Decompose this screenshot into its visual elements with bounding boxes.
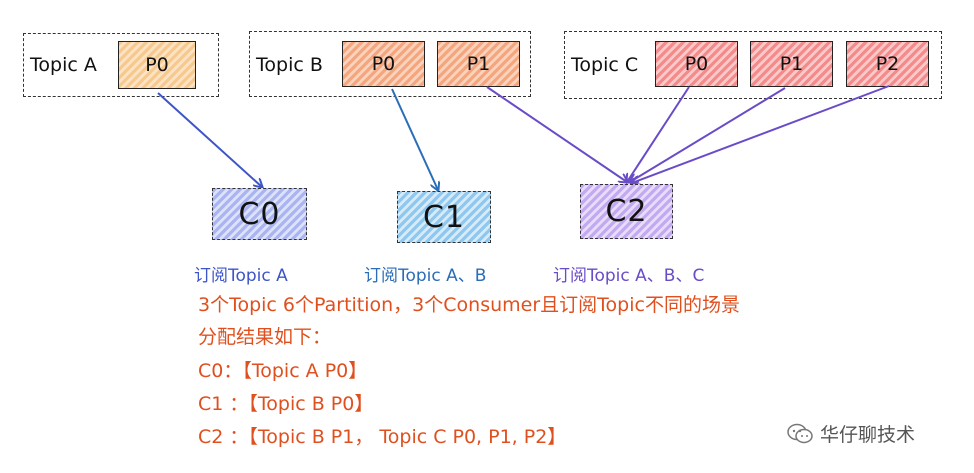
- arrow-topic-c-p0-to-c2: [627, 86, 690, 182]
- arrow-topic-a-p0-to-c0: [157, 92, 262, 187]
- assignment-result-heading: 分配结果如下：: [198, 326, 332, 348]
- consumer-c1-subscription: 订阅Topic A、B: [364, 266, 487, 286]
- topic-b-group: [249, 31, 531, 97]
- assignment-result-c1: C1 ：【Topic B P0】: [198, 393, 374, 415]
- assignment-result-c0: C0：【Topic A P0】: [198, 360, 368, 382]
- topic-c-partition-p0: P0: [655, 41, 738, 87]
- scenario-description: 3个Topic 6个Partition，3个Consumer且订阅Topic不同…: [198, 294, 740, 316]
- consumer-c2: C2: [580, 184, 673, 239]
- topic-a-group: [23, 33, 219, 97]
- arrow-topic-c-p2-to-c2: [632, 85, 890, 183]
- brand-watermark: 华仔聊技术: [786, 420, 915, 447]
- topic-b-partition-p0: P0: [342, 41, 425, 87]
- topic-c-label: Topic C: [571, 54, 639, 76]
- assignment-result-c2: C2 ：【Topic B P1， Topic C P0, P1, P2】: [198, 426, 567, 448]
- topic-b-label: Topic B: [256, 54, 323, 76]
- consumer-c0-subscription: 订阅Topic A: [194, 266, 288, 286]
- brand-name: 华仔聊技术: [820, 424, 916, 446]
- consumer-c1: C1: [397, 191, 491, 243]
- wechat-icon: [787, 423, 813, 443]
- topic-c-partition-p1: P1: [750, 41, 833, 87]
- consumer-c2-subscription: 订阅Topic A、B、C: [553, 266, 705, 286]
- arrow-topic-b-p1-to-c2: [486, 86, 627, 182]
- topic-c-group: [564, 31, 942, 99]
- topic-b-partition-p1: P1: [437, 41, 520, 87]
- topic-a-label: Topic A: [30, 54, 97, 76]
- arrow-topic-b-p0-to-c1: [391, 88, 438, 190]
- topic-c-partition-p2: P2: [846, 41, 929, 87]
- topic-a-partition-p0: P0: [118, 41, 196, 89]
- arrow-topic-c-p1-to-c2: [630, 87, 786, 182]
- consumer-c0: C0: [212, 188, 307, 240]
